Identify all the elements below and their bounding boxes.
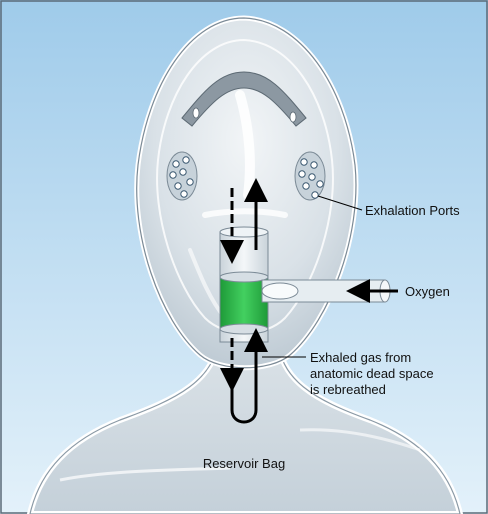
label-exhaled-gas-line-1: Exhaled gas from xyxy=(310,350,411,365)
flow-arrows xyxy=(220,178,398,424)
label-exhalation-ports: Exhalation Ports xyxy=(365,203,460,218)
label-reservoir-bag: Reservoir Bag xyxy=(203,456,285,471)
one-way-valve xyxy=(219,276,269,330)
label-exhaled-gas-line-3: is rebreathed xyxy=(310,382,386,397)
valve-column xyxy=(219,226,269,343)
exhalation-port-right xyxy=(294,151,326,201)
label-oxygen: Oxygen xyxy=(405,284,450,299)
label-exhaled-gas-line-2: anatomic dead space xyxy=(310,366,434,381)
leader-exhalation-ports xyxy=(317,195,363,211)
bag-loop-arrow xyxy=(230,388,258,424)
exhalation-port-left xyxy=(166,151,198,201)
